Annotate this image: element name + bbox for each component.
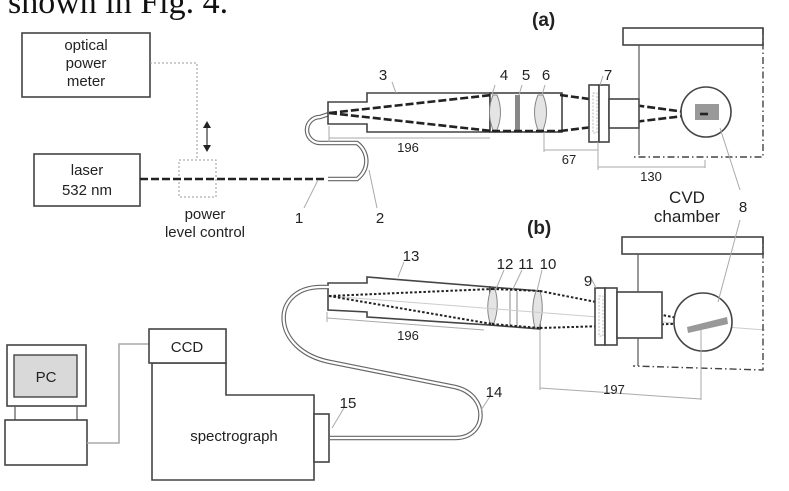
lens-6 (534, 94, 547, 131)
part-number-11: 11 (518, 256, 534, 273)
leader-14 (480, 394, 492, 411)
beam-b-lower-tube (491, 323, 541, 329)
excitation-fiber (304, 110, 369, 182)
optical-power-meter: optical power meter (21, 32, 151, 98)
part-number-4: 4 (500, 67, 508, 84)
leader-11 (511, 269, 523, 292)
window-9 (594, 287, 663, 346)
dim-a-lens-to-window: 67 (562, 152, 576, 167)
spectrograph-label: spectrograph (190, 428, 278, 445)
panel-label-b: (b) (527, 218, 551, 239)
leader-5 (518, 84, 523, 96)
cvd-chamber-label-line2: chamber (654, 207, 720, 226)
dim-a-tube-length: 196 (397, 140, 419, 155)
part-number-9: 9 (584, 273, 592, 290)
power-level-control-label-line2: level control (165, 224, 245, 241)
pc: PC (4, 344, 88, 466)
caption-fragment: shown in Fig. 4. (8, 0, 228, 21)
leader-7 (599, 75, 604, 86)
filter-5 (515, 95, 520, 130)
leader-2 (368, 169, 378, 209)
cvd-chamber-label-line1: CVD (669, 188, 705, 207)
lens-4 (489, 94, 501, 131)
pc-screen (13, 354, 78, 398)
dim-b-tube-length: 196 (397, 328, 419, 343)
leader-4 (491, 84, 496, 96)
beam-a-upper-in (328, 93, 493, 115)
double-arrow-icon (203, 121, 211, 152)
beam-b-upper-in (328, 288, 493, 297)
leader-9 (589, 275, 597, 289)
leader-3 (391, 81, 397, 94)
leader-13 (397, 261, 405, 278)
power-meter-label-line1: optical (64, 37, 107, 54)
part-number-15: 15 (340, 395, 357, 412)
part-number-6: 6 (542, 67, 550, 84)
laser-label-line1: laser (71, 162, 104, 179)
leader-8b (717, 219, 741, 303)
cvd-chamber-b (621, 236, 764, 371)
leader-10 (536, 269, 543, 292)
pc-label: PC (36, 369, 57, 386)
window-7 (588, 84, 640, 143)
beam-a-lower-in (328, 111, 493, 133)
dimensions-b (326, 312, 702, 400)
panel-a: optical power meter power level control … (21, 27, 764, 241)
power-meter-label-line3: meter (67, 73, 105, 90)
collection-fiber (281, 284, 483, 441)
ccd (148, 328, 227, 364)
lens-10 (532, 290, 543, 329)
panel-label-a: (a) (532, 10, 555, 31)
pc-ccd-cable (87, 343, 149, 444)
sample-a (695, 104, 719, 120)
beam-b-upper-tube (491, 288, 541, 292)
part-number-13: 13 (403, 248, 420, 265)
fiber-connector-15 (313, 413, 330, 463)
leader-1 (303, 179, 319, 209)
part-number-3: 3 (379, 67, 387, 84)
part-number-2: 2 (376, 210, 384, 227)
part-number-12: 12 (497, 256, 514, 273)
power-meter-label-line2: power (66, 55, 107, 72)
dim-b-lens-to-sample: 197 (603, 382, 625, 397)
beam-b-lower-in (328, 295, 493, 325)
dim-a-window-to-sample: 130 (640, 169, 662, 184)
leader-15 (331, 407, 345, 429)
lens-12 (487, 288, 498, 324)
leader-8a (719, 127, 741, 191)
part-number-14: 14 (486, 384, 503, 401)
part-number-1: 1 (295, 210, 303, 227)
spectrograph: CCD spectrograph (148, 328, 330, 481)
leader-6 (541, 84, 546, 96)
panel-b: 196 197 13 12 11 10 9 14 15 PC (4, 219, 766, 481)
cvd-chamber-a (622, 27, 764, 158)
power-meter-link (150, 62, 198, 160)
part-number-8: 8 (739, 199, 747, 216)
dimensions-a (328, 126, 706, 170)
part-number-5: 5 (522, 67, 530, 84)
part-number-10: 10 (540, 256, 557, 273)
sample-b (687, 317, 728, 333)
leader-12 (495, 269, 505, 290)
collimator-tube-a (327, 92, 563, 133)
power-level-control-label-line1: power (185, 206, 226, 223)
ccd-label: CCD (171, 339, 204, 356)
part-number-7: 7 (604, 67, 612, 84)
collecting-tube-b (327, 276, 541, 330)
laser: laser 532 nm (33, 153, 141, 207)
laser-label-line2: 532 nm (62, 182, 112, 199)
